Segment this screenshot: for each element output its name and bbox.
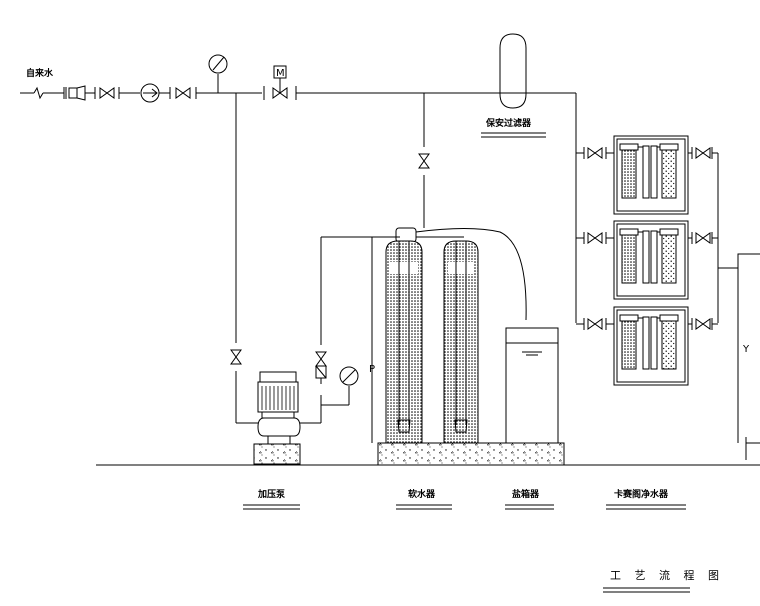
softener-label: 软水器 — [408, 488, 436, 500]
purifier-unit — [576, 306, 718, 386]
softener: P — [369, 93, 565, 466]
purifier-bank: Y — [575, 93, 760, 460]
pump-pressure-gauge-icon — [339, 366, 359, 386]
pressure-gauge-icon — [208, 54, 228, 74]
purifier-unit — [576, 135, 718, 215]
motor-valve-label: M — [276, 68, 285, 79]
purifier-label: 卡赛阁净水器 — [614, 488, 669, 500]
motor-valve-actuator — [273, 65, 287, 79]
tap-water-label: 自来水 — [26, 67, 54, 79]
brine-tank — [505, 327, 559, 444]
inlet-line: 自来水 M — [20, 54, 576, 103]
booster-pump-label: 加压泵 — [257, 488, 286, 500]
line-y-label: Y — [742, 344, 750, 355]
line-p-label: P — [369, 364, 375, 375]
booster-pump — [253, 371, 301, 465]
pump-lines — [230, 93, 400, 424]
security-filter-label: 保安过滤器 — [485, 117, 532, 129]
security-filter: 保安过滤器 — [481, 33, 546, 138]
process-flow-title: 工 艺 流 程 图 — [610, 568, 724, 582]
brine-tank-label: 盐箱器 — [512, 488, 540, 500]
purifier-unit — [576, 220, 718, 300]
purifier-units — [576, 135, 718, 386]
equipment-labels: 加压泵 软水器 盐箱器 卡赛阁净水器 工 艺 流 程 图 — [243, 488, 724, 593]
